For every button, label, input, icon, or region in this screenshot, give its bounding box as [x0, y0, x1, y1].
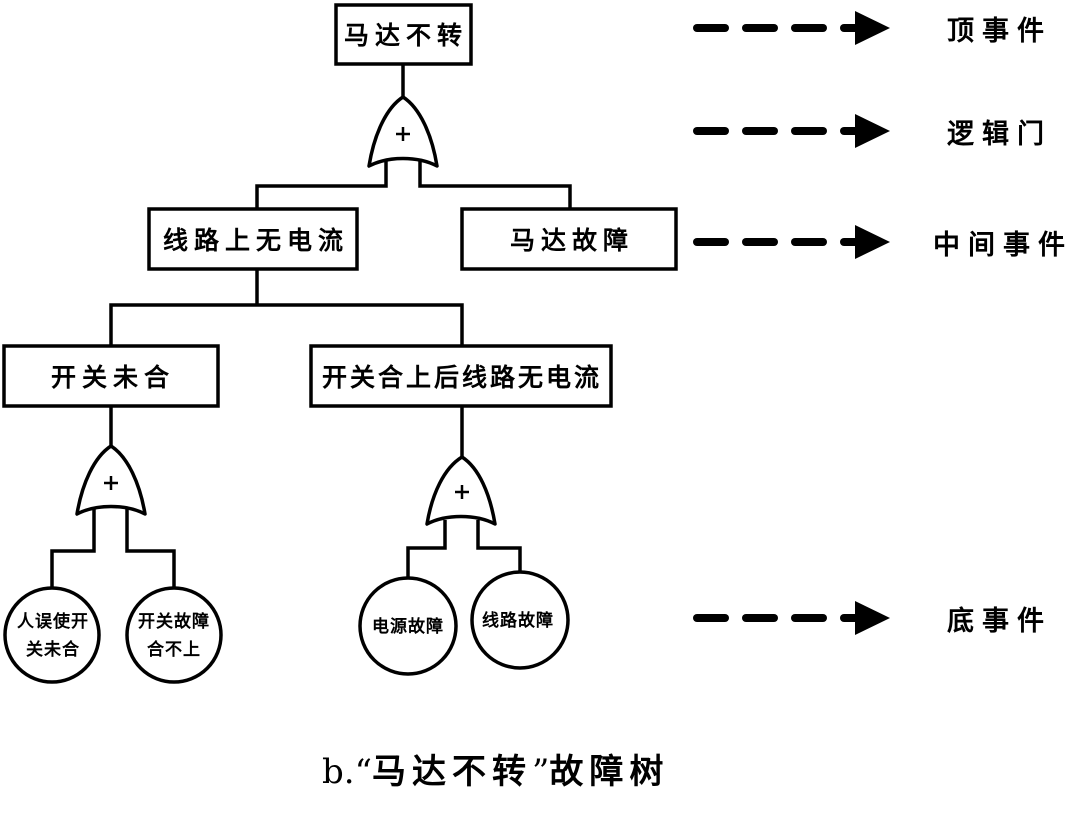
- basic-event-human-error: 人误使开 关未合: [3, 586, 101, 684]
- caption-open-quote: “: [355, 752, 372, 792]
- top-event-label: 马达不转: [344, 21, 468, 50]
- event-circle: [358, 576, 458, 676]
- connector-gate-to-no-current: [255, 160, 388, 209]
- arrow-right-icon: [855, 225, 890, 259]
- event-circle: [3, 586, 101, 684]
- event-label-line2: 合不上: [147, 639, 201, 660]
- basic-event-line-fault: 线路故障: [470, 570, 570, 670]
- event-label-line1: 线路故障: [482, 610, 554, 631]
- arrow-right-icon: [855, 601, 890, 635]
- event-label-line1: 人误使开: [17, 611, 89, 632]
- event-label: 开关合上后线路无电流: [322, 363, 602, 392]
- sub-event-no-current-after-close: 开关合上后线路无电流: [309, 344, 613, 408]
- arrow-right-icon: [855, 11, 890, 45]
- caption-close-quote: ”: [532, 752, 549, 792]
- top-event-box: [334, 3, 473, 66]
- connector-gate-to-switch-fault: [125, 508, 176, 588]
- legend-label: 顶事件: [947, 16, 1052, 47]
- event-box: [147, 207, 359, 271]
- event-label-line1: 电源故障: [372, 616, 444, 637]
- caption-title: 马达不转: [372, 752, 532, 792]
- legend-item-top-event: 顶事件: [693, 11, 1052, 47]
- connector-branch-level2: [109, 303, 464, 346]
- sub-event-switch-open: 开关未合: [2, 344, 220, 408]
- event-label: 开关未合: [51, 363, 175, 392]
- arrow-right-icon: [855, 114, 890, 148]
- connectors: [50, 64, 572, 588]
- caption-suffix: 故障树: [549, 752, 669, 792]
- connector-gate-to-motor-fault: [418, 160, 572, 209]
- top-event: 马达不转: [334, 3, 473, 66]
- legend-item-intermediate-event: 中间事件: [693, 225, 1073, 261]
- caption-text: b.“马达不转”故障树: [322, 752, 669, 792]
- legend-label: 中间事件: [933, 230, 1073, 261]
- caption-prefix: b.: [322, 752, 355, 792]
- basic-event-switch-fault: 开关故障 合不上: [125, 586, 223, 684]
- event-box: [2, 344, 220, 408]
- legend-label: 逻辑门: [947, 119, 1052, 150]
- intermediate-event-motor-fault: 马达故障: [460, 207, 678, 271]
- intermediate-event-no-current: 线路上无电流: [147, 207, 359, 271]
- connector-gate-to-line-fault: [476, 520, 522, 572]
- figure-caption: b.“马达不转”故障树: [322, 752, 669, 792]
- event-label: 线路上无电流: [163, 226, 349, 255]
- event-circle: [470, 570, 570, 670]
- event-circle: [125, 586, 223, 684]
- or-gate-switch-open: [75, 444, 147, 516]
- event-label-line1: 开关故障: [138, 611, 210, 632]
- connector-gate-to-power-fault: [406, 520, 447, 578]
- legend-label: 底事件: [947, 605, 1052, 637]
- legend-item-basic-event: 底事件: [693, 601, 1052, 637]
- event-label: 马达故障: [510, 226, 634, 255]
- event-box: [460, 207, 678, 271]
- legend: 顶事件 逻辑门 中间事件 底事件: [693, 11, 1073, 637]
- or-gate-no-current-after-close: [425, 455, 497, 526]
- connector-gate-to-human-error: [50, 508, 96, 588]
- legend-item-logic-gate: 逻辑门: [693, 114, 1052, 150]
- basic-event-power-fault: 电源故障: [358, 576, 458, 676]
- event-label-line2: 关未合: [26, 639, 80, 660]
- event-box: [309, 344, 613, 408]
- or-gate-top: [367, 95, 439, 168]
